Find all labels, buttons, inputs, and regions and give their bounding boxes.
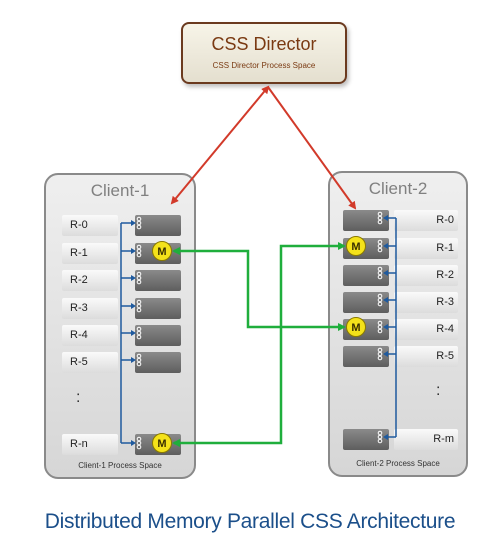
- client-2-chain-icon: [377, 239, 383, 253]
- director-subtitle: CSS Director Process Space: [212, 61, 316, 70]
- client-1-chain-icon: [136, 299, 142, 313]
- client-1-chain-icon: [136, 326, 142, 340]
- client-2-row-label: R-2: [394, 265, 458, 286]
- client-2-bus-arrow: [383, 351, 388, 357]
- client-1-title: Client-1: [90, 181, 150, 200]
- client-2-bus-arrow: [383, 434, 388, 440]
- client-2-bus-arrow: [383, 270, 388, 276]
- memory-link-r1-to-r4: [172, 247, 346, 331]
- client-2-chain-icon: [377, 320, 383, 334]
- client-1-row-label: R-4: [62, 325, 118, 346]
- director-link-client-1: [170, 85, 270, 205]
- client-1-row-block: [135, 270, 181, 291]
- client-1-bus-arrow: [131, 440, 136, 446]
- client-2-row-label: R-3: [394, 292, 458, 313]
- master-marker-client-1-rn: M: [152, 433, 172, 453]
- client-2-bus-arrow: [383, 297, 388, 303]
- client-1-row-label: R-3: [62, 298, 118, 319]
- client-1-bus-arrow: [131, 357, 136, 363]
- master-marker-label: M: [351, 241, 360, 253]
- client-2-bus-arrow: [383, 215, 388, 221]
- client-1-chain-icon: [136, 216, 142, 230]
- client-1-row-block: [135, 215, 181, 236]
- client-1-row-label: R-1: [62, 243, 118, 264]
- client-2-row-block: [343, 265, 389, 286]
- client-1-row-label: R-2: [62, 270, 118, 291]
- client-1-ellipsis: :: [76, 389, 81, 406]
- memory-link-rn-to-r1: [172, 242, 346, 447]
- client-1-row-block: [135, 325, 181, 346]
- client-2-chain-icon: [377, 266, 383, 280]
- client-2-footer: Client-2 Process Space: [356, 459, 440, 468]
- client-2-last-row-block: [343, 429, 389, 450]
- client-2-chain-icon: [377, 211, 383, 225]
- client-2-bus-arrow: [383, 324, 388, 330]
- client-2-row-label: R-5: [394, 346, 458, 367]
- diagram-caption: Distributed Memory Parallel CSS Architec…: [44, 510, 456, 533]
- client-1-row-label: R-5: [62, 352, 118, 373]
- client-1-chain-icon: [136, 271, 142, 285]
- client-1-bus-arrow: [131, 303, 136, 309]
- client-2-row-block: [343, 292, 389, 313]
- client-1-bus-arrow: [131, 220, 136, 226]
- client-2-row-label: R-4: [394, 319, 458, 340]
- client-2-row-label: R-0: [394, 210, 458, 231]
- master-marker-client-1-r1: M: [152, 241, 172, 261]
- client-1-bus-arrow: [131, 275, 136, 281]
- css-director-box: CSS Director CSS Director Process Space: [181, 22, 347, 84]
- client-2-row-block: [343, 346, 389, 367]
- client-1-row-block: [135, 298, 181, 319]
- client-1-footer: Client-1 Process Space: [78, 461, 162, 470]
- director-title: CSS Director: [211, 34, 317, 54]
- client-1-row-block: [135, 352, 181, 373]
- client-2-ellipsis: :: [436, 382, 441, 399]
- client-1-row-label: R-0: [62, 215, 118, 236]
- client-1-chain-icon: [136, 353, 142, 367]
- client-1-last-row-label: R-n: [62, 434, 118, 455]
- client-2-chain-icon: [377, 347, 383, 361]
- client-2-chain-icon: [377, 430, 383, 444]
- client-2-bus-arrow: [383, 243, 388, 249]
- director-link-client-2: [267, 86, 357, 210]
- client-2-title: Client-2: [368, 179, 428, 198]
- master-marker-client-2-r1: M: [346, 236, 366, 256]
- client-1-bus-arrow: [131, 248, 136, 254]
- client-1-chain-icon: [136, 244, 142, 258]
- client-1-bus-arrow: [131, 330, 136, 336]
- master-marker-client-2-r4: M: [346, 317, 366, 337]
- master-marker-label: M: [351, 322, 360, 334]
- master-marker-label: M: [157, 246, 166, 258]
- client-1-chain-icon: [136, 436, 142, 450]
- client-2-last-row-label: R-m: [394, 429, 458, 450]
- client-2-row-label: R-1: [394, 238, 458, 259]
- client-2-chain-icon: [377, 293, 383, 307]
- master-marker-label: M: [157, 438, 166, 450]
- client-2-row-block: [343, 210, 389, 231]
